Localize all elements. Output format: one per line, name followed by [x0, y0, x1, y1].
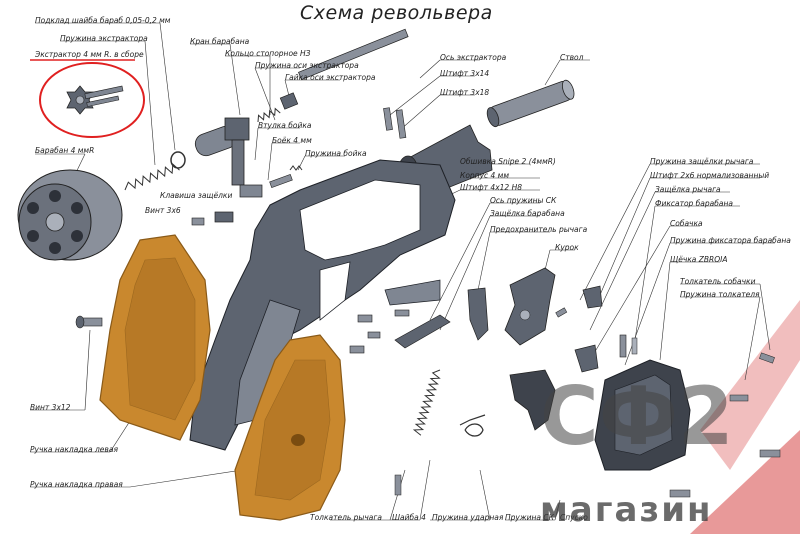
- cyl-retainer-part: [619, 334, 627, 358]
- label-pawl: Собачка: [670, 219, 703, 228]
- grip-right-part: [234, 334, 346, 521]
- watermark-logo: СФ2: [540, 370, 734, 463]
- label-sideplate: Щёчка ZBROIA: [670, 255, 728, 264]
- crane-part: [194, 117, 250, 186]
- label-grip-left: Ручка накладка левая: [30, 445, 118, 454]
- firing-pin-bush: [239, 184, 263, 198]
- label-washer-4: Шайба 4: [392, 513, 426, 522]
- label-screw-3x12: Винт 3х12: [30, 403, 71, 412]
- trigger-part: [504, 267, 556, 346]
- trigger-hook-part: [509, 369, 556, 431]
- lever-pusher-part: [394, 474, 402, 496]
- sideplate-part: [594, 359, 691, 471]
- label-lever-pusher: Толкатель рычага: [310, 513, 382, 522]
- washer-ring: [170, 151, 186, 169]
- label-pawl-pusher: Толкатель собачки: [680, 277, 756, 286]
- pin-2x6-part: [555, 307, 568, 318]
- extractor-part: [66, 85, 124, 115]
- label-trigger-hook: Спуско: [560, 513, 588, 522]
- watermark-red-band-2: [700, 300, 800, 470]
- latch-key-part: [214, 211, 234, 223]
- label-axle: Ось экстрактора: [440, 53, 507, 62]
- label-barrel: Ствол: [560, 53, 584, 62]
- barrel-part: [486, 79, 575, 128]
- label-retainer-spring: Пружина фиксатора барабана: [670, 236, 791, 245]
- label-firing-pin-bush: Втулка бойка: [258, 121, 312, 130]
- label-mainspring: Пружина ударная: [432, 513, 504, 522]
- small-pin-b: [349, 345, 365, 354]
- label-axle-spring: Пружина оси экстрактора: [255, 61, 359, 70]
- label-cyl-retainer: Фиксатор барабана: [655, 199, 733, 208]
- label-firing-pin: Боёк 4 мм: [272, 136, 312, 145]
- label-latch-key: Клавиша защёлки: [160, 191, 233, 200]
- watermark-shop: магазин: [540, 490, 713, 530]
- axle-rod: [298, 28, 409, 81]
- label-grip-right: Ручка накладка правая: [30, 480, 123, 489]
- label-cylinder: Барабан 4 ммR: [35, 146, 95, 155]
- sk-spring-part: [459, 414, 486, 437]
- label-pin-3x18: Штифт 3х18: [440, 88, 490, 97]
- label-lever-latch-spring: Пружина защёлки рычага: [650, 157, 754, 166]
- screw-right-d: [669, 489, 691, 498]
- screw-right-a: [759, 352, 775, 364]
- label-pin-3x14: Штифт 3х14: [440, 69, 490, 78]
- grip-left-part: [99, 234, 211, 441]
- pin-3x14: [383, 107, 393, 131]
- screw-3x12-part: [75, 315, 103, 329]
- label-crane: Кран барабана: [190, 37, 250, 46]
- highlight-circle: [39, 62, 145, 138]
- label-shroud: Обшивка Snipe 2 (4ммR): [460, 157, 556, 166]
- small-pin-a: [367, 331, 381, 339]
- screw-3x6: [191, 217, 205, 226]
- label-axle-nut: Гайка оси экстрактора: [285, 73, 376, 82]
- leader-lines: [30, 22, 775, 521]
- label-extractor: Экстрактор 4 мм R. в сборе: [35, 50, 144, 59]
- label-stop-ring: Кольцо стопорное НЗ: [225, 49, 311, 58]
- label-sk-spring: Пружина СК: [505, 513, 554, 522]
- screw-right-c: [759, 449, 781, 458]
- mainspring-part: [412, 369, 441, 436]
- retainer-spring-part: [631, 337, 638, 355]
- label-screw-3x6: Винт 3х6: [145, 206, 181, 215]
- small-pin-c: [394, 309, 410, 317]
- axle-spring: [257, 107, 281, 123]
- label-washer: Подклад шайба бараб 0,05-0,2 мм: [35, 16, 171, 25]
- label-pin-2x6: Штифт 2х6 нормализованный: [650, 171, 770, 180]
- pin-3x18: [395, 109, 407, 139]
- label-lever-safety: Предохранитель рычага: [490, 225, 588, 234]
- label-lever-latch: Защёлка рычага: [655, 185, 721, 194]
- label-firing-pin-spring: Пружина бойка: [305, 149, 367, 158]
- label-sk-spring-axle: Ось пружины СК: [490, 196, 557, 205]
- lever-safety-part: [467, 287, 489, 341]
- label-pin-4x12: Штифт 4х12 H8: [460, 183, 522, 192]
- label-extractor-spring: Пружина экстрактора: [60, 34, 148, 43]
- label-frame: Корпус 4 мм: [460, 171, 509, 180]
- pin-4x12-part: [357, 314, 373, 323]
- pawl-part: [574, 344, 599, 373]
- firing-pin: [269, 174, 293, 188]
- label-pusher-spring: Пружина толкателя: [680, 290, 760, 299]
- cylinder-part: [17, 169, 123, 261]
- lever-latch-part: [582, 285, 603, 309]
- screw-right-b: [729, 394, 749, 402]
- frame-part: [189, 159, 456, 451]
- cyl-latch-part: [394, 314, 451, 349]
- label-trigger: Курок: [555, 243, 579, 252]
- extractor-spring-part: [124, 163, 180, 191]
- firing-pin-spring: [289, 165, 303, 171]
- label-cyl-latch: Защёлка барабана: [490, 209, 565, 218]
- diagram-title: Схема револьвера: [300, 2, 493, 24]
- axle-nut: [279, 92, 299, 110]
